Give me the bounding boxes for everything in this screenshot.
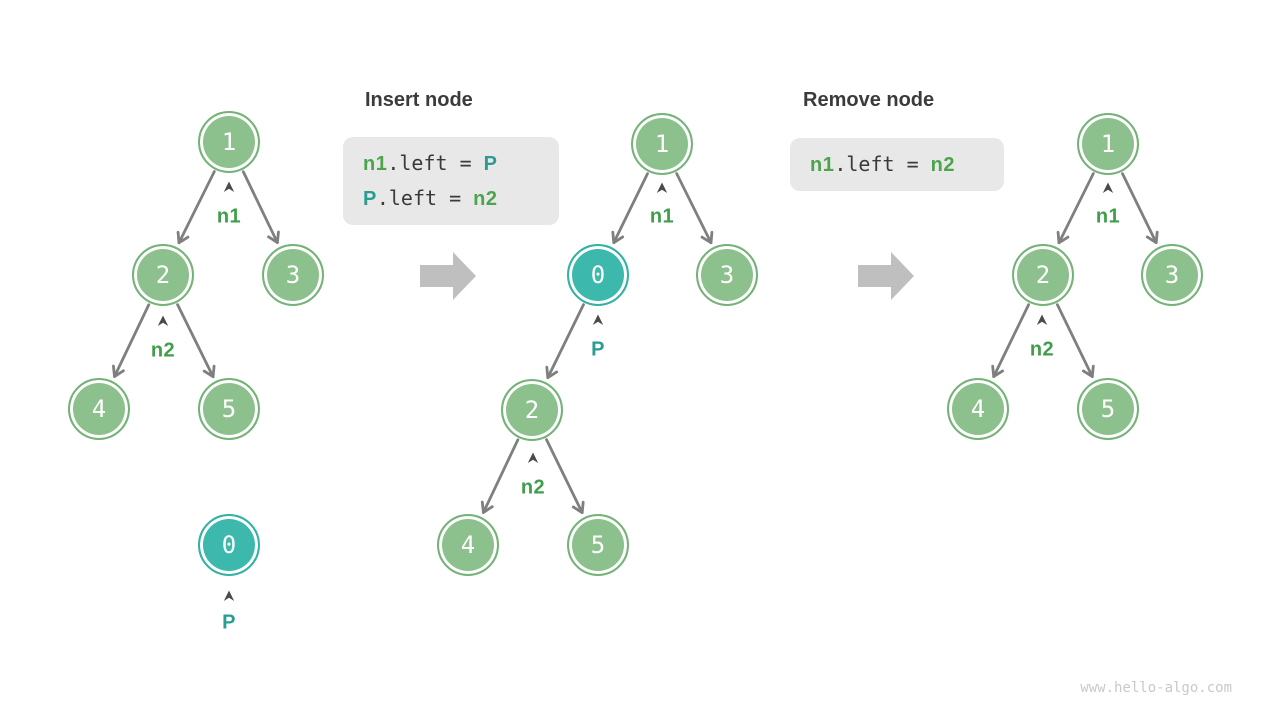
tree-edge	[1121, 172, 1158, 245]
edge-arrowhead-icon	[480, 500, 494, 514]
code-token: .left =	[387, 151, 484, 175]
tree-node-3: 3	[262, 244, 324, 306]
tree-node-2: 2	[501, 379, 563, 441]
tree-edge	[176, 303, 215, 379]
pointer-caret-icon	[592, 314, 604, 325]
code-line: n1.left = P	[363, 146, 539, 181]
code-token: n1	[363, 153, 388, 175]
pointer-label-n2: n2	[520, 476, 546, 499]
tree-node-2: 2	[132, 244, 194, 306]
pointer-caret-icon	[527, 452, 539, 463]
tree-edge	[177, 170, 216, 245]
edge-arrowhead-icon	[545, 365, 559, 380]
pointer-label-n1: n1	[649, 205, 675, 228]
pointer-caret-icon	[157, 315, 169, 326]
code-token: n1	[810, 154, 835, 176]
edge-arrowhead-icon	[1082, 364, 1095, 379]
pointer-caret-icon	[656, 182, 668, 193]
pointer-caret-icon	[223, 181, 235, 192]
tree-node-5: 5	[198, 378, 260, 440]
edge-arrowhead-icon	[202, 364, 216, 379]
watermark-hello-algo: www.hello-algo.com	[1080, 680, 1232, 696]
code-token: n2	[930, 154, 956, 176]
code-token: P	[483, 153, 498, 175]
pointer-caret-icon	[1036, 314, 1048, 325]
tree-node-3: 3	[696, 244, 758, 306]
code-token: P	[363, 188, 377, 210]
tree-node-1: 1	[631, 113, 693, 175]
code-line: P.left = n2	[363, 181, 539, 216]
remove-node-heading: Remove node	[803, 89, 935, 111]
pointer-label-n2: n2	[1029, 338, 1055, 361]
tree-node-0: 0	[198, 514, 260, 576]
code-line: n1.left = n2	[810, 147, 984, 182]
tree-edge	[482, 438, 520, 514]
remove-code-snippet: n1.left = n2	[790, 138, 1004, 191]
tree-node-4: 4	[437, 514, 499, 576]
tree-edge	[1057, 172, 1095, 245]
pointer-caret-icon	[1102, 182, 1114, 193]
tree-node-2: 2	[1012, 244, 1074, 306]
tree-edge	[241, 170, 279, 244]
pointer-label-n1: n1	[216, 205, 242, 228]
tree-node-3: 3	[1141, 244, 1203, 306]
edge-arrowhead-icon	[112, 364, 125, 378]
tree-edge	[1056, 303, 1094, 379]
pointer-label-n1: n1	[1095, 205, 1121, 228]
edge-arrowhead-icon	[267, 230, 280, 244]
tree-edge	[992, 303, 1030, 379]
edge-arrowhead-icon	[700, 230, 714, 245]
pointer-label-P: P	[591, 338, 605, 361]
tree-edge	[545, 438, 584, 515]
tree-edge	[675, 172, 713, 245]
tree-node-1: 1	[1077, 113, 1139, 175]
tree-node-0: 0	[567, 244, 629, 306]
code-token: .left =	[834, 152, 931, 176]
insert-node-heading: Insert node	[365, 89, 473, 111]
edge-arrowhead-icon	[611, 230, 625, 245]
pointer-label-P: P	[222, 611, 236, 634]
tree-node-4: 4	[68, 378, 130, 440]
tree-node-1: 1	[198, 111, 260, 173]
code-token: .left =	[376, 186, 474, 210]
tree-node-4: 4	[947, 378, 1009, 440]
edge-arrowhead-icon	[1056, 230, 1070, 245]
pointer-caret-icon	[223, 590, 235, 601]
tree-node-5: 5	[567, 514, 629, 576]
edge-arrowhead-icon	[1145, 230, 1159, 245]
edge-arrowhead-icon	[176, 230, 190, 245]
pointer-label-n2: n2	[150, 339, 176, 362]
tree-node-5: 5	[1077, 378, 1139, 440]
transition-arrow-icon	[420, 252, 476, 300]
tree-edge	[612, 172, 649, 245]
code-token: n2	[473, 188, 498, 210]
tree-edge	[546, 303, 585, 380]
edge-arrowhead-icon	[571, 500, 585, 515]
tree-edge	[113, 303, 151, 378]
transition-arrow-icon	[858, 252, 914, 300]
edge-arrowhead-icon	[991, 364, 1004, 379]
